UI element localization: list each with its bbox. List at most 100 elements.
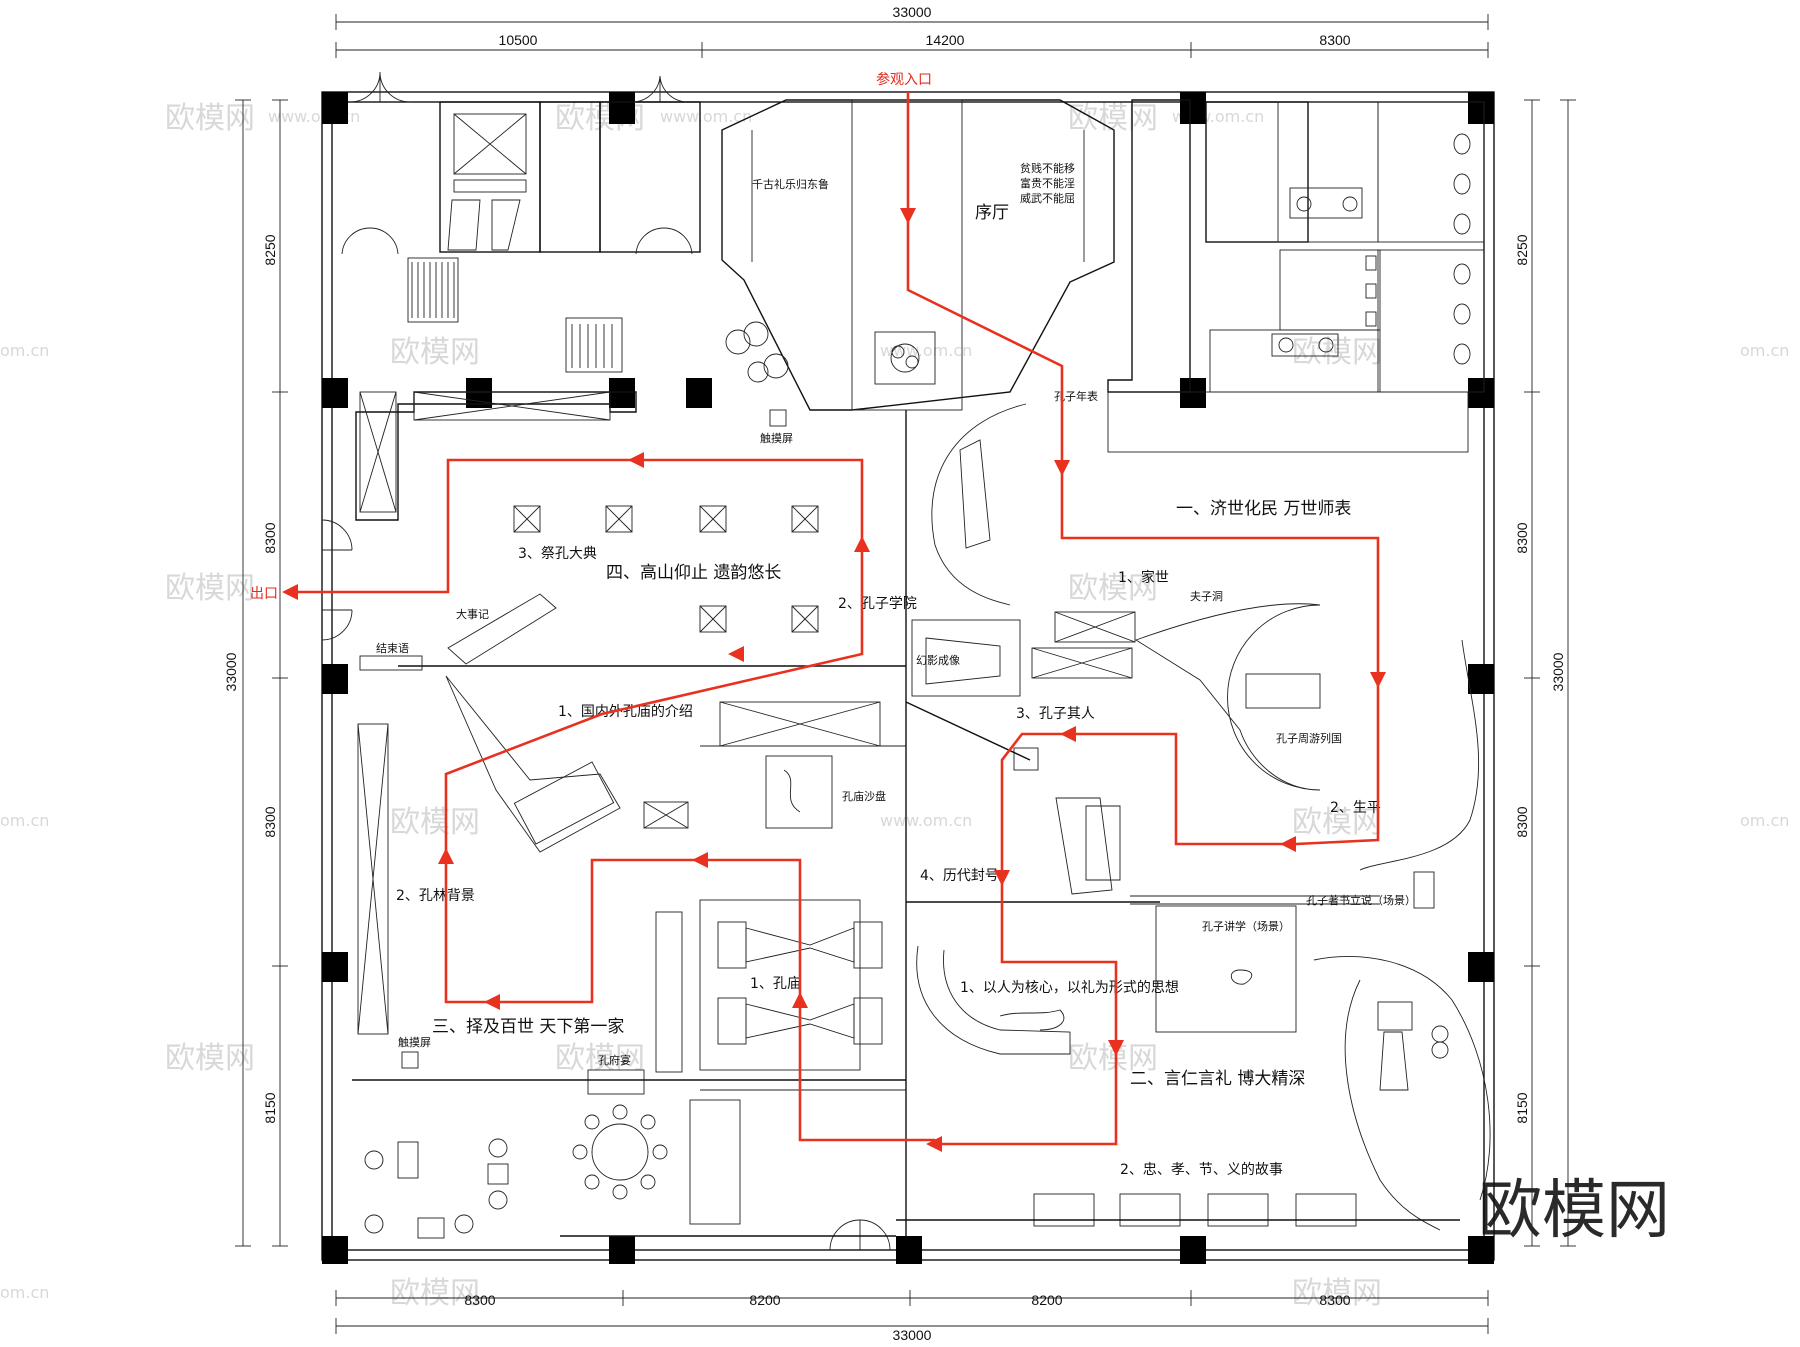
watermark-brand: 欧模网 — [390, 805, 480, 840]
route-arrow — [438, 848, 454, 864]
watermark-edge: om.cn — [1740, 341, 1789, 360]
route-arrow — [1060, 726, 1076, 742]
route-arrow — [854, 536, 870, 552]
label-academy: 2、孔子学院 — [838, 596, 917, 612]
watermark-brand: 欧模网 — [390, 1276, 480, 1311]
dim-right-seg: 8150 — [1514, 1092, 1530, 1123]
label-couplet: 贫贱不能移 — [1020, 161, 1075, 175]
watermark-domain: www.om.cn — [880, 341, 972, 360]
structural-columns — [322, 92, 1494, 1264]
dim-left-seg: 8150 — [262, 1092, 278, 1123]
label-touch-screen: 触摸屏 — [398, 1035, 431, 1049]
dim-left-total: 33000 — [223, 652, 239, 691]
label-temple-intro: 1、国内外孔庙的介绍 — [558, 704, 693, 720]
label-stories: 2、忠、孝、节、义的故事 — [1120, 1162, 1283, 1178]
label-phantom: 幻影成像 — [916, 654, 960, 667]
label-forest-bg: 2、孔林背景 — [396, 888, 475, 904]
zone-3: 1、孔庙 2、孔林背景 三、择及百世 天下第一家 触摸屏 孔府宴 — [357, 723, 891, 1251]
route-arrow — [1108, 1040, 1124, 1056]
watermark-brand: 欧模网 — [165, 1041, 255, 1076]
route-arrow — [484, 994, 500, 1010]
dim-left-seg: 8300 — [262, 806, 278, 837]
zone4-title: 四、高山仰止 遗韵悠长 — [606, 563, 781, 583]
route-arrow — [792, 992, 808, 1008]
dim-right-total: 33000 — [1550, 652, 1566, 691]
label-worship: 3、祭孔大典 — [518, 546, 597, 562]
dim-bottom-seg: 8300 — [1319, 1292, 1350, 1308]
route-arrow — [628, 452, 644, 468]
dim-bottom-seg: 8300 — [464, 1292, 495, 1308]
dim-top-seg: 14200 — [926, 32, 965, 48]
label-core-thought: 1、以人为核心，以礼为形式的思想 — [960, 980, 1179, 996]
label-titles: 4、历代封号 — [920, 868, 999, 884]
watermark-brand: 欧模网 — [165, 571, 255, 606]
route-arrow — [692, 852, 708, 868]
dim-top-seg: 8300 — [1319, 32, 1350, 48]
route-arrow — [994, 870, 1010, 886]
label-mansion-banquet: 孔府宴 — [598, 1053, 631, 1067]
route-arrow — [728, 646, 744, 662]
watermark-edge: om.cn — [0, 1283, 49, 1302]
interior-walls — [352, 410, 1460, 1237]
label-prelude-hall: 序厅 — [975, 203, 1009, 223]
tour-route: 参观入口 出口 — [250, 71, 1386, 1152]
label-couplet: 威武不能屈 — [1020, 191, 1075, 205]
label-temple: 1、孔庙 — [750, 976, 801, 992]
label-person: 3、孔子其人 — [1016, 706, 1095, 722]
watermark-brand: 欧模网 — [1068, 101, 1158, 136]
watermark-brand: 欧模网 — [1068, 571, 1158, 606]
watermark-edge: om.cn — [0, 341, 49, 360]
label-prelude-text: 千古礼乐归东鲁 — [752, 177, 829, 191]
display-boxes — [513, 505, 819, 633]
watermark-layer: 欧模网 www.om.cn 欧模网 www.om.cn 欧模网 www.om.c… — [0, 101, 1789, 1311]
zone3-title: 三、择及百世 天下第一家 — [432, 1017, 624, 1037]
watermark-corner-logo: 欧模网 — [1478, 1174, 1670, 1248]
dim-bottom-total: 33000 — [893, 1327, 932, 1343]
watermark-brand: 欧模网 — [1292, 805, 1382, 840]
label-lecture-scene: 孔子讲学（场景） — [1202, 919, 1290, 933]
label-master-cave: 夫子洞 — [1190, 590, 1223, 603]
label-couplet: 富贵不能淫 — [1020, 176, 1075, 190]
dim-right-seg: 8300 — [1514, 522, 1530, 553]
watermark-brand: 欧模网 — [1292, 1276, 1382, 1311]
dim-bottom-seg: 8200 — [749, 1292, 780, 1308]
label-chronicle: 大事记 — [456, 607, 489, 621]
route-arrow — [282, 584, 298, 600]
route-arrow — [900, 208, 916, 224]
label-touch-screen: 触摸屏 — [760, 431, 793, 445]
watermark-brand: 欧模网 — [1292, 335, 1382, 370]
label-confucius-table: 孔子年表 — [1054, 389, 1098, 403]
watermark-domain: www.om.cn — [660, 107, 752, 126]
toilet-stalls — [1365, 133, 1471, 365]
label-family: 1、家世 — [1118, 569, 1169, 586]
watermark-edge: om.cn — [0, 811, 49, 830]
dim-top-total: 33000 — [893, 4, 932, 20]
label-epilogue: 结束语 — [376, 642, 409, 655]
dim-right-seg: 8300 — [1514, 806, 1530, 837]
label-sand-table: 孔庙沙盘 — [842, 789, 886, 803]
route-arrow — [926, 1136, 942, 1152]
zone-4: 3、祭孔大典 四、高山仰止 遗韵悠长 2、孔子学院 大事记 结束语 1、国内外孔… — [321, 391, 917, 853]
dimension-lines: 33000 10500 14200 8300 8300 8200 8200 83… — [223, 4, 1576, 1343]
dim-bottom-seg: 8200 — [1031, 1292, 1062, 1308]
banquet-chairs — [572, 1104, 668, 1200]
zone-1: 孔子年表 一、济世化民 万世师表 1、家世 夫子洞 孔子周游列国 2、生平 — [931, 389, 1480, 871]
dim-right-seg: 8250 — [1514, 234, 1530, 265]
dim-left-seg: 8250 — [262, 234, 278, 265]
zone-2: 3、孔子其人 4、历代封号 孔子著书立说（场景） 孔子讲学（场景） 1、以人为核… — [916, 706, 1491, 1231]
label-exit: 出口 — [250, 586, 278, 602]
center-exhibits: 幻影成像 孔庙沙盘 — [643, 619, 1021, 1091]
label-entrance: 参观入口 — [876, 71, 932, 88]
zone1-title: 一、济世化民 万世师表 — [1176, 499, 1351, 519]
route-arrow — [1280, 836, 1296, 852]
label-writing-scene: 孔子著书立说（场景） — [1306, 893, 1416, 907]
dim-left-seg: 8300 — [262, 522, 278, 553]
story-displays — [1033, 1193, 1357, 1227]
watermark-brand: 欧模网 — [165, 101, 255, 136]
zone2-title: 二、言仁言礼 博大精深 — [1130, 1069, 1305, 1089]
watermark-domain: www.om.cn — [880, 811, 972, 830]
stair-elevator-block — [341, 71, 701, 373]
route-arrow — [1370, 672, 1386, 688]
prelude-hall: 千古礼乐归东鲁 序厅 贫贱不能移 富贵不能淫 威武不能屈 触摸屏 — [721, 99, 1115, 445]
